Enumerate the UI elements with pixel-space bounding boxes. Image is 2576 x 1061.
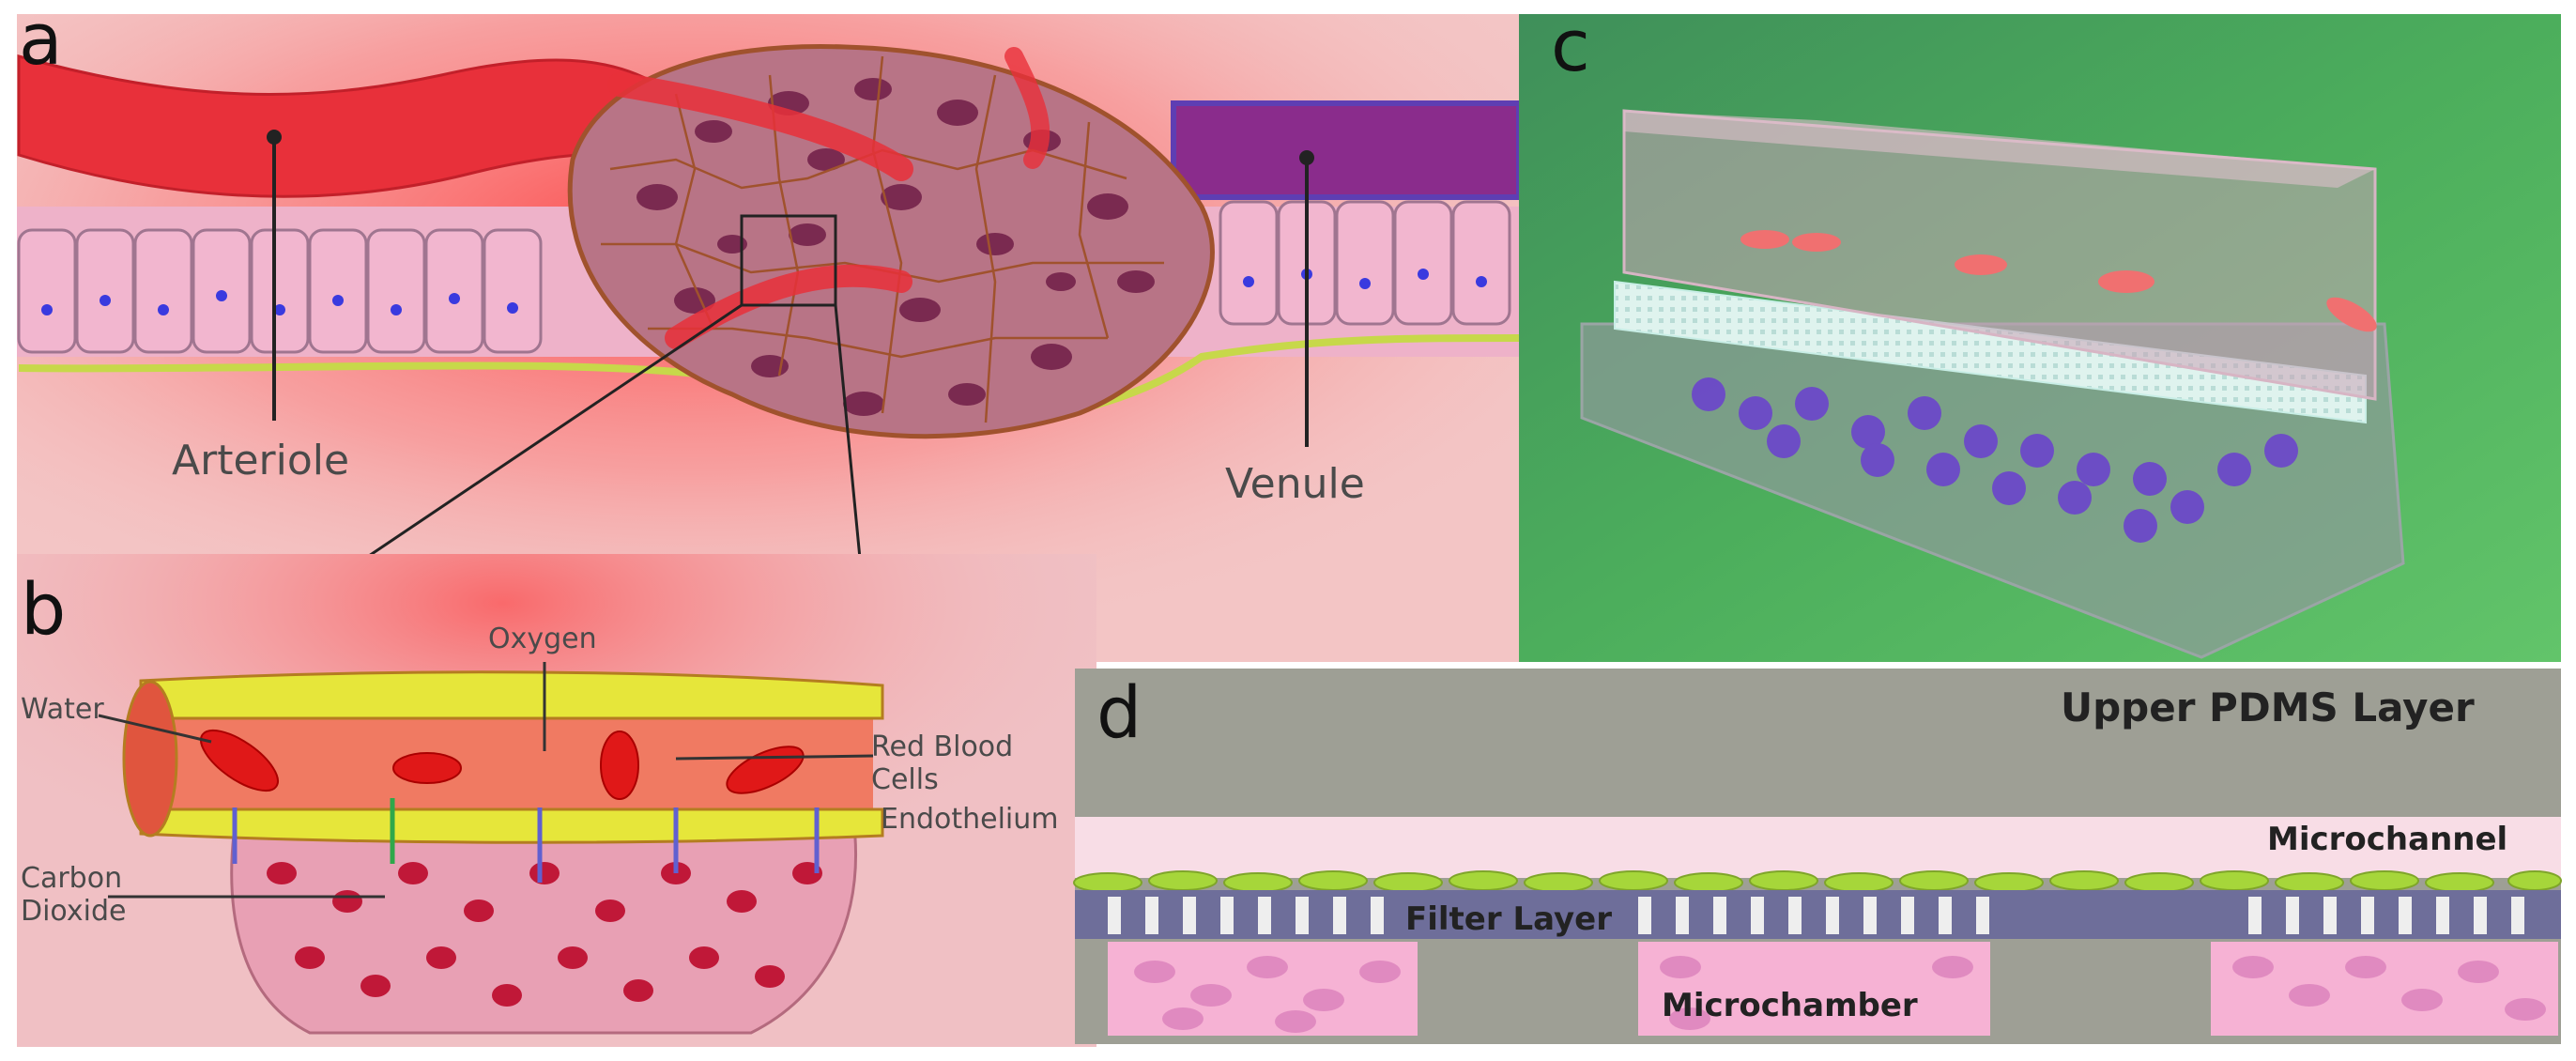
cells-in-chamber [1692,377,2298,543]
panel-d: Upper PDMS Layer Microchannel Filter Lay… [1073,669,2562,1044]
capillary-lumen [141,714,873,817]
filter-pores [1108,897,2524,934]
diffusion-arrows [232,798,820,883]
carbon-dioxide-label-line2: Dioxide [21,895,126,928]
venule-leader-dot [1299,150,1314,165]
upper-channel-top [1624,111,2375,188]
microchannel-label: Microchannel [2267,821,2507,858]
microchamber-cells [1134,956,2546,1033]
microchannel-layer [1075,817,2561,878]
venule-vessel [1171,100,1522,200]
endothelium-nuclei [41,269,1487,315]
tumor-capillary-1 [607,72,913,181]
arteriole-label: Arteriole [172,437,349,484]
venule-label: Venule [1225,460,1365,508]
tumor-capillary-2 [665,264,912,349]
arteriole-leader-dot [267,130,282,145]
panel-b: Oxygen Water Red Blood Cells Endothelium… [17,554,1096,1047]
capillary-bottom-wall [139,807,884,844]
microchamber-right [2211,942,2558,1036]
panel-a: Arteriole Venule a [17,0,1522,662]
microchamber-left [1108,942,1418,1036]
carbon-dioxide-label-line1: Carbon [21,862,122,895]
filter-layer-label: Filter Layer [1405,900,1612,938]
endothelium-cells [17,200,1511,354]
red-blood-cells-label-line2: Cells [871,763,939,796]
panel-c-letter: c [1551,4,1590,87]
red-blood-cells-leader [675,754,874,761]
green-cell-layer [1073,870,2562,893]
water-label: Water [21,693,104,726]
panel-b-letter: b [21,567,66,651]
endothelium-label: Endothelium [881,803,1059,836]
cells-in-channel [1740,230,2377,332]
oxygen-label: Oxygen [488,623,597,655]
capillary-opening [122,680,178,838]
panel-a-letter: a [19,0,63,81]
red-blood-cells-label-line1: Red Blood [871,730,1013,763]
panel-d-letter: d [1096,670,1142,754]
tissue-cluster [230,824,857,1035]
water-leader [98,714,212,744]
filter-layer [1075,890,2561,939]
upper-pdms-layer-label: Upper PDMS Layer [2061,684,2475,730]
tumor-cell-borders [601,55,1164,423]
microchamber-label: Microchamber [1662,987,1918,1024]
panel-c: c [1519,4,2561,662]
zoom-box [740,214,837,307]
capillary-top-wall [139,670,884,720]
tumor-capillary-3 [1004,47,1050,169]
